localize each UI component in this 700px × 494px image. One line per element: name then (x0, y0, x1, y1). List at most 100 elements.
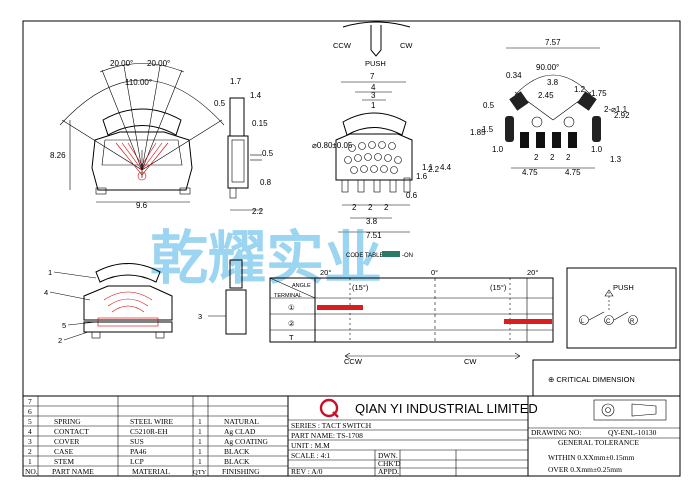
back-view: 7 4 3 1 ⌀0.80±0.05 1.6 1.1 2.2 4.4 2 2 2… (312, 72, 452, 240)
bom-cell-no: 2 (28, 447, 32, 456)
general-tolerance: GENERAL TOLERANCE (558, 438, 639, 447)
schematic-r: R (630, 319, 635, 325)
pad-d292: 2.92 (614, 111, 630, 120)
tol-over: OVER 0.Xmm±0.25mm (548, 465, 622, 474)
row-t-label: T (289, 333, 294, 342)
pad-d185: 1.85 (470, 128, 486, 137)
back-overall: 7.51 (366, 231, 382, 240)
back-h1: 1.6 (416, 172, 428, 181)
detent-right-label: (15°) (490, 283, 507, 292)
sheet-border (22, 20, 681, 477)
back-p1: 2 (352, 203, 357, 212)
bom-cell-name: COVER (54, 437, 79, 446)
code-on-label: -ON (402, 253, 413, 259)
code-bar-terminal-1 (317, 305, 363, 310)
terminal-header: TERMINAL (274, 293, 302, 299)
scale: SCALE : 4:1 (291, 451, 330, 460)
bom-cell-material: SUS (130, 437, 144, 446)
bom-cell-no: 4 (28, 427, 32, 436)
pad-d175: 1.75 (591, 89, 607, 98)
callout-1: 1 (48, 268, 52, 277)
bom-cell-name: SPRING (54, 417, 81, 426)
chkd: CHK'D (378, 459, 401, 468)
bom-cell-finish: BLACK (224, 457, 250, 466)
drawing-no: QY-ENL-10130 (608, 428, 657, 437)
angle-table: ANGLE TERMINAL 20° 0° 20° (15°) (15°) ① … (269, 268, 554, 366)
code-table-label: CODE TABLE: (346, 253, 385, 259)
watermark-text: 乾耀实业 (150, 224, 382, 292)
front-height: 8.26 (50, 151, 66, 160)
front-view: 20.00° 20.00° 110.00° 8.26 9.6 (50, 59, 225, 210)
pad-d038: 3.8 (547, 78, 559, 87)
bom-cell-name: CASE (54, 447, 74, 456)
pad-p2: 2 (550, 153, 555, 162)
detent-left-label: (15°) (352, 283, 369, 292)
back-d3: 3 (371, 91, 376, 100)
projection-symbol-icon (593, 399, 667, 421)
side-d3: 0.5 (214, 99, 226, 108)
bom-cell-finish: NATURAL (224, 417, 259, 426)
code-bar-terminal-2 (504, 319, 552, 324)
bom-cell-name: CONTACT (54, 427, 89, 436)
callout-3: 3 (198, 312, 202, 321)
company-name: QIAN YI INDUSTRIAL LIMITED (355, 401, 538, 416)
bom-cell-finish: Ag COATING (224, 437, 269, 446)
pad-d245: 2.45 (538, 91, 554, 100)
side-d2: 1.4 (250, 91, 262, 100)
angle-left: 20.00° (110, 59, 133, 68)
bom-cell-no: 6 (28, 407, 32, 416)
schematic-l: L (581, 319, 585, 325)
callout-2: 2 (58, 336, 62, 345)
side-view: 1.7 1.4 0.5 0.15 0.5 0.8 2.2 (214, 77, 274, 216)
bom-header-name: PART NAME (52, 467, 94, 476)
bom-cell-material: C5210R-EH (130, 427, 168, 436)
exploded-view: 1 4 5 2 3 (44, 259, 247, 345)
schematic-c: C (606, 319, 611, 325)
part-name: PART NAME: TS-1708 (291, 431, 363, 440)
angle-right: 20.00° (147, 59, 170, 68)
code-on-swatch (382, 251, 400, 257)
back-h4: 4.4 (440, 163, 452, 172)
bom-cell-finish: Ag CLAD (224, 427, 256, 436)
callout-5: 5 (62, 321, 66, 330)
rev: REV : A/0 (291, 467, 323, 476)
pad-d13: 1.3 (610, 155, 622, 164)
pad-d11: 2-⌀1.1 (604, 105, 628, 114)
table-ccw: CCW (344, 357, 363, 366)
pad-d05: 0.5 (483, 101, 495, 110)
back-p3: 2 (384, 203, 389, 212)
rotation-symbol: CCW CW PUSH (333, 21, 413, 68)
front-width: 9.6 (136, 201, 148, 210)
callout-4: 4 (44, 288, 48, 297)
drawing-no-label: DRAWING NO: (531, 428, 581, 437)
angle-zero-label: 0° (431, 268, 438, 277)
angle-center: 110.00° (125, 78, 152, 87)
bom-cell-no: 7 (28, 397, 32, 406)
bom-cell-finish: BLACK (224, 447, 250, 456)
pad-d10b: 1.0 (591, 145, 603, 154)
bom-cell-no: 5 (28, 417, 32, 426)
bom-cell-material: PA46 (130, 447, 147, 456)
series: SERIES : TACT SWITCH (291, 421, 372, 430)
back-width-top: 7 (370, 72, 375, 81)
appd: APPD. (378, 467, 399, 476)
schematic-push: PUSH (613, 283, 634, 292)
row-2-label: ② (288, 319, 295, 328)
back-p2: 2 (368, 203, 373, 212)
side-d4: 0.15 (252, 119, 268, 128)
bom-cell-material: LCP (130, 457, 144, 466)
back-h2: 1.1 (422, 163, 434, 172)
bom-cell-qty: 1 (198, 447, 202, 456)
tol-within: WITHIN 0.XXmm±0.15mm (548, 453, 635, 462)
pad-d034: 0.34 (506, 71, 522, 80)
angle-left-label: 20° (320, 268, 331, 277)
bom-cell-qty: 1 (198, 437, 202, 446)
bom-cell-qty: 1 (198, 457, 202, 466)
pad-p3: 2 (566, 153, 571, 162)
bom-cell-qty: 1 (198, 417, 202, 426)
pad-layout-view: 7.57 90.00° 0.34 3.8 2.45 1.2 1.75 2-⌀1.… (470, 38, 630, 177)
side-d1: 1.7 (230, 77, 242, 86)
bom-table: NO. PART NAME MATERIAL QTY FINISHING 765… (23, 395, 288, 476)
pad-w2: 4.75 (565, 168, 581, 177)
row-1-label: ① (288, 303, 295, 312)
